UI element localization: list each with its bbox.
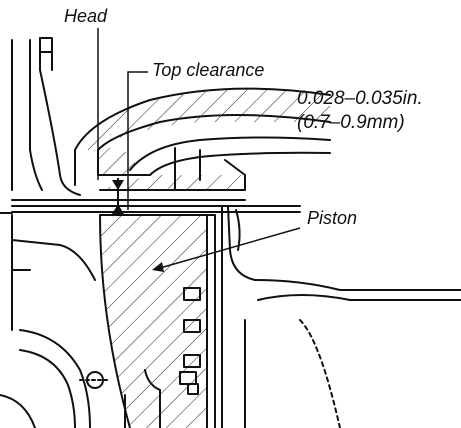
piston-leader: [159, 227, 301, 269]
lower-details: [79, 369, 161, 428]
head-gasket: [0, 199, 301, 214]
clearance-spec-inches: 0.028–0.035in.: [297, 88, 423, 109]
cylinder-liner: [221, 205, 461, 428]
piston-label: Piston: [307, 208, 358, 228]
arrow-left-icon: [152, 262, 164, 272]
top-clearance-leader: [127, 71, 148, 210]
head-label: Head: [64, 6, 108, 26]
clearance-spec-mm: (0.7–0.9mm): [297, 112, 405, 133]
cylinder-block-left: [0, 37, 96, 428]
leader-lines: [97, 28, 301, 269]
top-clearance-label: Top clearance: [152, 60, 265, 80]
piston-rings: [179, 287, 201, 395]
